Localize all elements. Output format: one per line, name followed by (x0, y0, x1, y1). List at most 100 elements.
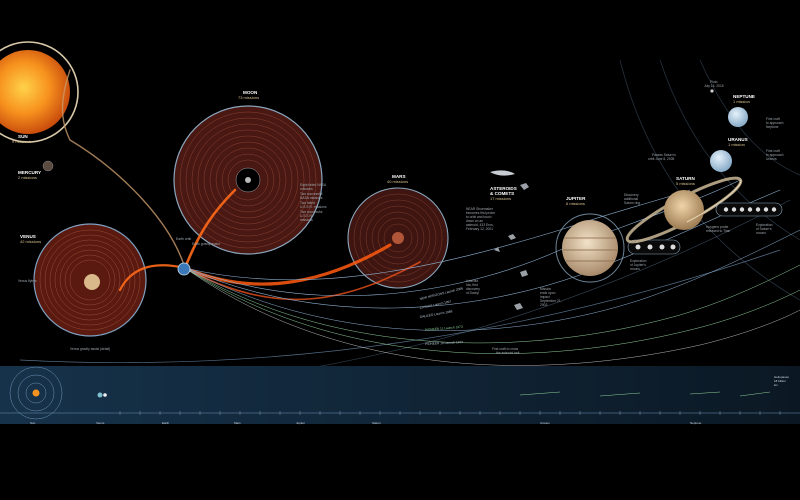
neptune-label: NEPTUNE (733, 94, 755, 99)
earth-gravity-note: Earth gravity assist (192, 242, 220, 246)
ida-note-3: of Dactyl (466, 291, 479, 295)
titan-note-0: Huygens probe (706, 225, 729, 229)
sun-missions: 9 missions (12, 139, 31, 144)
moon-note-8: missions (300, 218, 313, 222)
sun-ring (0, 41, 79, 143)
timeline-label-4: Jupiter (296, 421, 305, 425)
comets-label: & COMETS (490, 191, 514, 196)
jmoons-note-1: of Jupiter's (630, 263, 646, 267)
uranus-missions: 1 mission (728, 142, 745, 147)
moon-missions: 73 missions (238, 95, 259, 100)
timeline-labels: Sun Venus Earth Mars Jupiter Saturn Uran… (30, 375, 789, 425)
traj-label-2: GALILEO Launch 1989 (419, 309, 452, 319)
moon-note-6: Two successful (300, 210, 323, 214)
venus-label: VENUS (20, 234, 36, 239)
traj-label-1: CASSINI Launch 1997 (419, 299, 451, 310)
jupiter-moons-strip (627, 239, 681, 255)
timeline-label-2: Earth (162, 421, 170, 425)
titan-note-1: released to Titan (706, 229, 731, 233)
uranus-planet (710, 150, 732, 172)
timeline-strip: Sun Venus Earth Mars Jupiter Saturn Uran… (0, 366, 800, 425)
uranus-note-1: to approach (766, 153, 784, 157)
mars-planet (392, 232, 404, 244)
moon-note-2: Two successful (300, 192, 323, 196)
body-labels: SUN 9 missions MERCURY 2 missions VENUS … (12, 90, 755, 244)
uranus-note-0: First craft (766, 149, 780, 153)
timeline-label-7: Neptune (690, 421, 702, 425)
pluto-dot (710, 89, 714, 93)
impact-note-0: Mission (540, 287, 551, 291)
impact-note-1: ends upon (540, 291, 556, 295)
traj-label-3: PIONEER 11 Launch 1973 (425, 325, 463, 332)
jupiter-group (555, 213, 625, 283)
timeline-end-0: Heliopause (774, 375, 789, 379)
venus-planet (84, 274, 100, 290)
smoons-note-1: of Saturn's (756, 227, 772, 231)
timeline-ticks (119, 411, 781, 415)
bottom-black-band (0, 432, 800, 500)
moon-label: MOON (243, 90, 258, 95)
belt-note-1: the asteroid belt (496, 351, 520, 355)
moon-note-0: Eight failed NASA (300, 183, 327, 187)
ring-note-1: additional (624, 197, 638, 201)
mercury-missions: 2 missions (18, 175, 37, 180)
jupiter-planet (562, 220, 618, 276)
timeline-planet-dot (97, 392, 103, 398)
neptune-note-2: Neptune (766, 125, 779, 129)
near-note-1: becomes first probe (466, 211, 495, 215)
ida-note-0: Asteroid (466, 279, 478, 283)
ida-note-1: Ida, first (466, 283, 478, 287)
moon-spiral (173, 105, 323, 255)
jupiter-label: JUPITER (566, 196, 586, 201)
sun-group (0, 41, 79, 143)
near-note-5: February 12, 2001 (466, 227, 493, 231)
timeline-label-6: Uranus (540, 421, 550, 425)
venus-gravity-note: Venus gravity assist (detail) (70, 347, 110, 351)
impact-note-4: 2003 (540, 303, 548, 307)
impact-note-3: September 21, (540, 299, 562, 303)
neptune-missions: 1 mission (733, 99, 750, 104)
uranus-note-2: Uranus (766, 157, 777, 161)
jupiter-missions: 6 missions (566, 201, 585, 206)
smoons-note-2: moons (756, 231, 766, 235)
moon-note-1: missions (300, 187, 313, 191)
venus-flybys-note: Venus flybys (18, 279, 37, 283)
moon-note-5: U.S.S.R. missions (300, 205, 327, 209)
saturn-moons-strip (715, 202, 783, 217)
timeline-end-1: 18 billion (774, 379, 786, 383)
timeline-sun-dot (32, 389, 40, 397)
traj-label-0: NEW HORIZONS Launch 2006 (419, 286, 463, 301)
mars-missions: 40 missions (387, 179, 408, 184)
timeline-end-2: km (774, 383, 779, 387)
impact-note-2: impact (540, 295, 550, 299)
timeline-label-5: Saturn (372, 421, 381, 425)
asteroid-markers (490, 170, 529, 310)
timeline-background (0, 366, 800, 424)
timeline-probe-paths (519, 391, 771, 397)
near-note-3: down on an (466, 219, 483, 223)
neptune-note-0: First craft (766, 117, 780, 121)
asteroids-missions: 17 missions (490, 196, 511, 201)
saturn-planet (664, 190, 704, 230)
saturn-missions: 5 missions (676, 181, 695, 186)
timeline-label-1: Venus (96, 421, 105, 425)
pluto-note-1: July 14, 2015 (704, 84, 724, 88)
moon-planet (245, 177, 251, 183)
smoons-note-0: Exploration (756, 223, 773, 227)
sorbit-note-1: orbit June 8, 2005 (648, 157, 675, 161)
timeline-label-0: Sun (30, 421, 36, 425)
mercury-disc (42, 160, 54, 172)
near-note-4: asteroid, 433 Eros, (466, 223, 494, 227)
saturn-label: SATURN (676, 176, 695, 181)
jmoons-note-2: moons (630, 267, 640, 271)
asteroids-label: ASTEROIDS (490, 186, 517, 191)
ring-note-0: Discovery (624, 193, 639, 197)
sorbit-note-0: Passes Saturn's (652, 153, 676, 157)
timeline-label-3: Mars (234, 421, 241, 425)
mars-label: MARS (392, 174, 406, 179)
sun-label: SUN (18, 134, 28, 139)
belt-note-0: First craft to cross (492, 347, 519, 351)
traj-label-4: PIONEER 10 Launch 1972 (425, 340, 463, 346)
